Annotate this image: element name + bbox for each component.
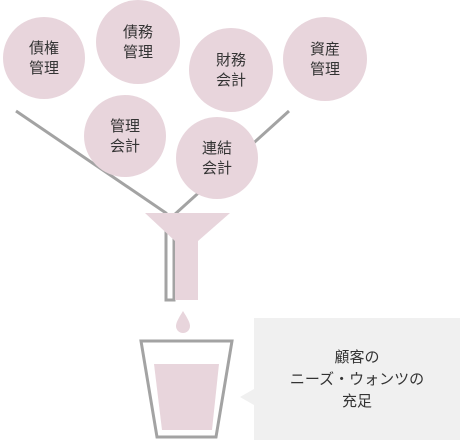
bubble-label: 連結 会計 (201, 139, 232, 177)
bubble-receivables-management: 債権 管理 (3, 17, 85, 99)
funnel-outline (15, 109, 291, 302)
funnel-spout (145, 213, 230, 300)
bubble-label: 資産 管理 (309, 40, 340, 78)
glass-liquid (154, 364, 219, 430)
glass-outline (139, 339, 234, 439)
bubble-label: 管理 会計 (109, 117, 140, 155)
bubble-label: 財務 会計 (215, 51, 246, 89)
result-callout: 顧客の ニーズ・ウォンツの 充足 (254, 318, 460, 440)
bubble-label: 債権 管理 (28, 39, 59, 77)
liquid-drop (176, 311, 190, 333)
bubble-financial-accounting: 財務 会計 (189, 28, 273, 112)
bubble-consolidated-accounting: 連結 会計 (176, 117, 258, 199)
result-label: 顧客の ニーズ・ウォンツの 充足 (289, 348, 425, 410)
callout-pointer (240, 389, 254, 405)
bubble-management-accounting: 管理 会計 (84, 95, 166, 177)
bubble-label: 債務 管理 (122, 23, 153, 61)
bubble-payables-management: 債務 管理 (96, 0, 180, 84)
bubble-asset-management: 資産 管理 (283, 17, 367, 101)
